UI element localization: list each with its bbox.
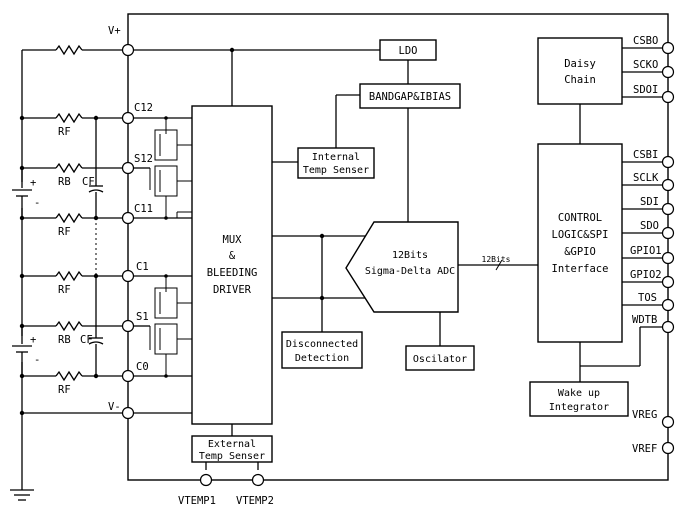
- mux-label-1: MUX: [223, 234, 243, 246]
- battery-plus-2: +: [30, 334, 36, 346]
- adc-block: [345, 221, 459, 313]
- pin-label-sclk: SCLK: [633, 172, 659, 184]
- ctrl-label-2: LOGIC&SPI: [552, 229, 609, 241]
- wake-label-2: Integrator: [549, 402, 609, 413]
- pin-label-s1: S1: [136, 311, 149, 323]
- oscilator-block: [405, 345, 475, 371]
- pin-label-vtemp1: VTEMP1: [178, 495, 216, 507]
- pin-c12: [121, 111, 135, 125]
- pin-label-s12: S12: [134, 153, 153, 165]
- disc-label-1: Disconnected: [286, 339, 358, 350]
- pin-label-sdoi: SDOI: [633, 84, 658, 96]
- rf-label-2: RF: [58, 226, 71, 238]
- pin-label-scko: SCKO: [633, 59, 658, 71]
- rf-label-4: RF: [58, 384, 71, 396]
- pin-label-sdo: SDO: [640, 220, 659, 232]
- pin-vplus: [121, 43, 135, 57]
- pin-sdo: [661, 226, 675, 240]
- pin-sdi: [661, 202, 675, 216]
- rb-label-1: RB: [58, 176, 71, 188]
- internal-temp-label-1: Internal: [312, 152, 360, 163]
- pin-vtemp2: [251, 473, 265, 487]
- ctrl-label-4: Interface: [552, 263, 609, 275]
- pin-label-csbo: CSBO: [633, 35, 658, 47]
- external-circuit: [10, 44, 128, 501]
- ctrl-label-3: &GPIO: [564, 246, 596, 258]
- oscilator-label: Oscilator: [413, 354, 467, 365]
- mux-label-2: &: [229, 250, 236, 262]
- battery-minus-2: -: [34, 354, 40, 366]
- adc-label-2: Sigma-Delta ADC: [365, 266, 455, 277]
- pin-c1: [121, 269, 135, 283]
- pin-tos: [661, 298, 675, 312]
- right-pins: [661, 41, 675, 455]
- daisy-label-2: Chain: [564, 74, 596, 86]
- pin-label-wdtb: WDTB: [632, 314, 657, 326]
- mux-label-3: BLEEDING: [207, 267, 258, 279]
- bandgap-block: [359, 83, 461, 109]
- pin-label-vminus: V-: [108, 401, 121, 413]
- pin-csbo: [661, 41, 675, 55]
- pin-label-csbi: CSBI: [633, 149, 658, 161]
- mux-label-4: DRIVER: [213, 284, 252, 296]
- adc-label-1: 12Bits: [392, 250, 428, 261]
- pin-c11: [121, 211, 135, 225]
- rb-label-2: RB: [58, 334, 71, 346]
- mux-bleeding-driver-block: [191, 105, 273, 425]
- pin-label-vtemp2: VTEMP2: [236, 495, 274, 507]
- control-logic-block: [537, 143, 623, 343]
- pin-csbi: [661, 155, 675, 169]
- cf-label-2: CF: [80, 334, 93, 346]
- pin-label-vref: VREF: [632, 443, 657, 455]
- daisy-label-1: Daisy: [564, 58, 596, 70]
- cf-label-1: CF: [82, 176, 95, 188]
- pin-s12: [121, 161, 135, 175]
- ldo-block: [379, 39, 437, 61]
- pin-vref: [661, 441, 675, 455]
- pin-gpio1: [661, 251, 675, 265]
- ldo-label: LDO: [399, 45, 418, 57]
- pin-label-tos: TOS: [638, 292, 657, 304]
- pin-s1: [121, 319, 135, 333]
- external-temp-sensor-block: [191, 435, 273, 463]
- pin-label-sdi: SDI: [640, 196, 659, 208]
- pin-label-c1: C1: [136, 261, 149, 273]
- pin-label-gpio2: GPIO2: [630, 269, 662, 281]
- pin-label-vplus: V+: [108, 25, 121, 37]
- battery-minus-1: -: [34, 197, 40, 209]
- ext-temp-label-1: External: [208, 439, 256, 450]
- pin-gpio2: [661, 275, 675, 289]
- pin-label-vreg: VREG: [632, 409, 657, 421]
- wake-up-integrator-block: [529, 381, 629, 417]
- rf-label-3: RF: [58, 284, 71, 296]
- pin-scko: [661, 65, 675, 79]
- pin-c0: [121, 369, 135, 383]
- battery-plus-1: +: [30, 177, 36, 189]
- pin-label-gpio1: GPIO1: [630, 245, 662, 257]
- right-pin-wiring: [622, 47, 662, 328]
- left-pins: [121, 43, 135, 420]
- internal-wiring: [134, 47, 641, 470]
- pin-vtemp1: [199, 473, 213, 487]
- bandgap-label: BANDGAP&IBIAS: [369, 91, 451, 103]
- wake-label-1: Wake up: [558, 388, 600, 399]
- pin-vreg: [661, 415, 675, 429]
- rf-label-1: RF: [58, 126, 71, 138]
- pin-vminus: [121, 406, 135, 420]
- pin-sdoi: [661, 90, 675, 104]
- pin-wdtb: [661, 320, 675, 334]
- disconnected-detection-block: [281, 331, 363, 369]
- ctrl-label-1: CONTROL: [558, 212, 602, 224]
- bus-width-label: 12Bits: [482, 255, 511, 264]
- pin-sclk: [661, 178, 675, 192]
- pin-label-c11: C11: [134, 203, 153, 215]
- pin-label-c12: C12: [134, 102, 153, 114]
- internal-temp-sensor-block: [297, 147, 375, 179]
- internal-temp-label-2: Temp Senser: [303, 165, 369, 176]
- disc-label-2: Detection: [295, 353, 349, 364]
- daisy-chain-block: [537, 37, 623, 105]
- pin-label-c0: C0: [136, 361, 149, 373]
- ext-temp-label-2: Temp Senser: [199, 451, 265, 462]
